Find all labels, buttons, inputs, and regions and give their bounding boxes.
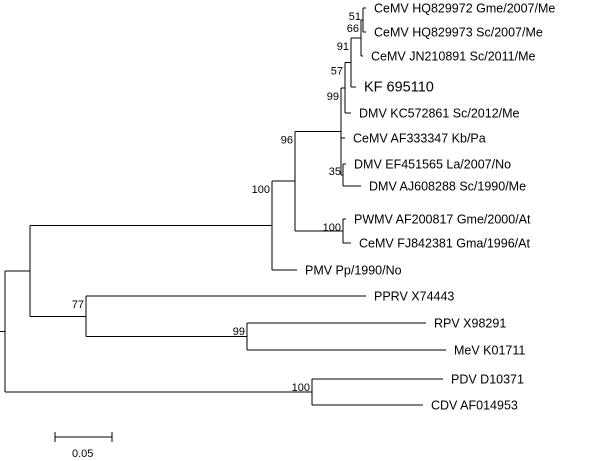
tree-branches [0, 7, 446, 406]
leaf-label: CeMV JN210891 Sc/2011/Me [371, 50, 535, 64]
bootstrap-value: 91 [337, 41, 349, 53]
bootstrap-value: 99 [233, 326, 245, 338]
scale-bar: 0.05 [54, 432, 113, 460]
leaf-label: PPRV X74443 [374, 290, 454, 304]
bootstrap-value: 51 [349, 11, 361, 23]
bootstrap-value: 100 [252, 184, 270, 196]
bootstrap-value: 57 [331, 66, 343, 78]
leaf-label: MeV K01711 [454, 344, 525, 358]
bootstrap-value: 99 [327, 91, 339, 103]
leaf-label: CeMV FJ842381 Gma/1996/At [359, 237, 530, 251]
leaf-label: PMV Pp/1990/No [305, 264, 402, 278]
bootstrap-value: 100 [292, 382, 310, 394]
leaf-label: DMV KC572861 Sc/2012/Me [359, 107, 520, 121]
leaf-label: CeMV HQ829972 Gme/2007/Me [374, 2, 555, 16]
leaf-label: KF 695110 [364, 80, 434, 96]
leaf-label: PDV D10371 [451, 373, 524, 387]
bootstrap-value: 77 [72, 299, 84, 311]
bootstrap-value: 100 [323, 222, 341, 234]
leaf-label: CeMV HQ829973 Sc/2007/Me [374, 26, 543, 40]
bootstrap-value: 96 [281, 134, 293, 146]
leaf-label: PWMV AF200817 Gme/2000/At [354, 213, 531, 227]
scale-bar-label: 0.05 [72, 448, 93, 460]
bootstrap-value: 35 [329, 166, 341, 178]
leaf-label: DMV EF451565 La/2007/No [354, 158, 511, 172]
leaf-label: CeMV AF333347 Kb/Pa [353, 132, 486, 146]
leaf-label: CDV AF014953 [431, 399, 518, 413]
leaf-label: DMV AJ608288 Sc/1990/Me [369, 180, 526, 194]
bootstrap-value: 66 [347, 23, 359, 35]
leaf-label: RPV X98291 [434, 317, 506, 331]
